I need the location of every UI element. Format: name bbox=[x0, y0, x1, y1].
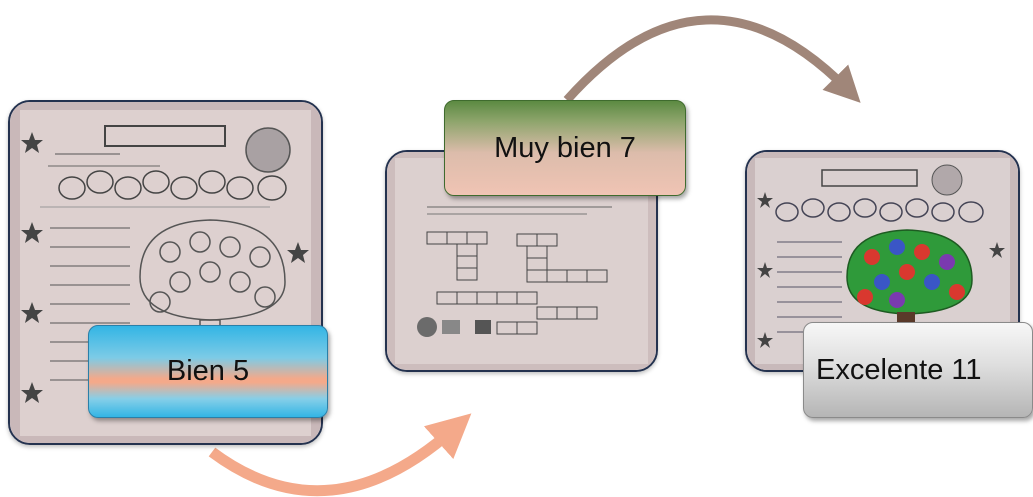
stage-label-excelente-text: Excelente 11 bbox=[816, 353, 982, 386]
stage-label-bien-text: Bien 5 bbox=[166, 355, 250, 387]
stage-label-muy-bien-text: Muy bien 7 bbox=[494, 131, 636, 164]
stage-label-excelente: Excelente 11 bbox=[803, 322, 1033, 418]
stage-label-muy-bien: Muy bien 7 bbox=[444, 100, 686, 196]
stage-label-bien: Bien 5 bbox=[88, 325, 328, 418]
arrow-muy-bien-to-excelente bbox=[563, 15, 861, 103]
arrow-bien-to-muy-bien bbox=[208, 413, 472, 497]
